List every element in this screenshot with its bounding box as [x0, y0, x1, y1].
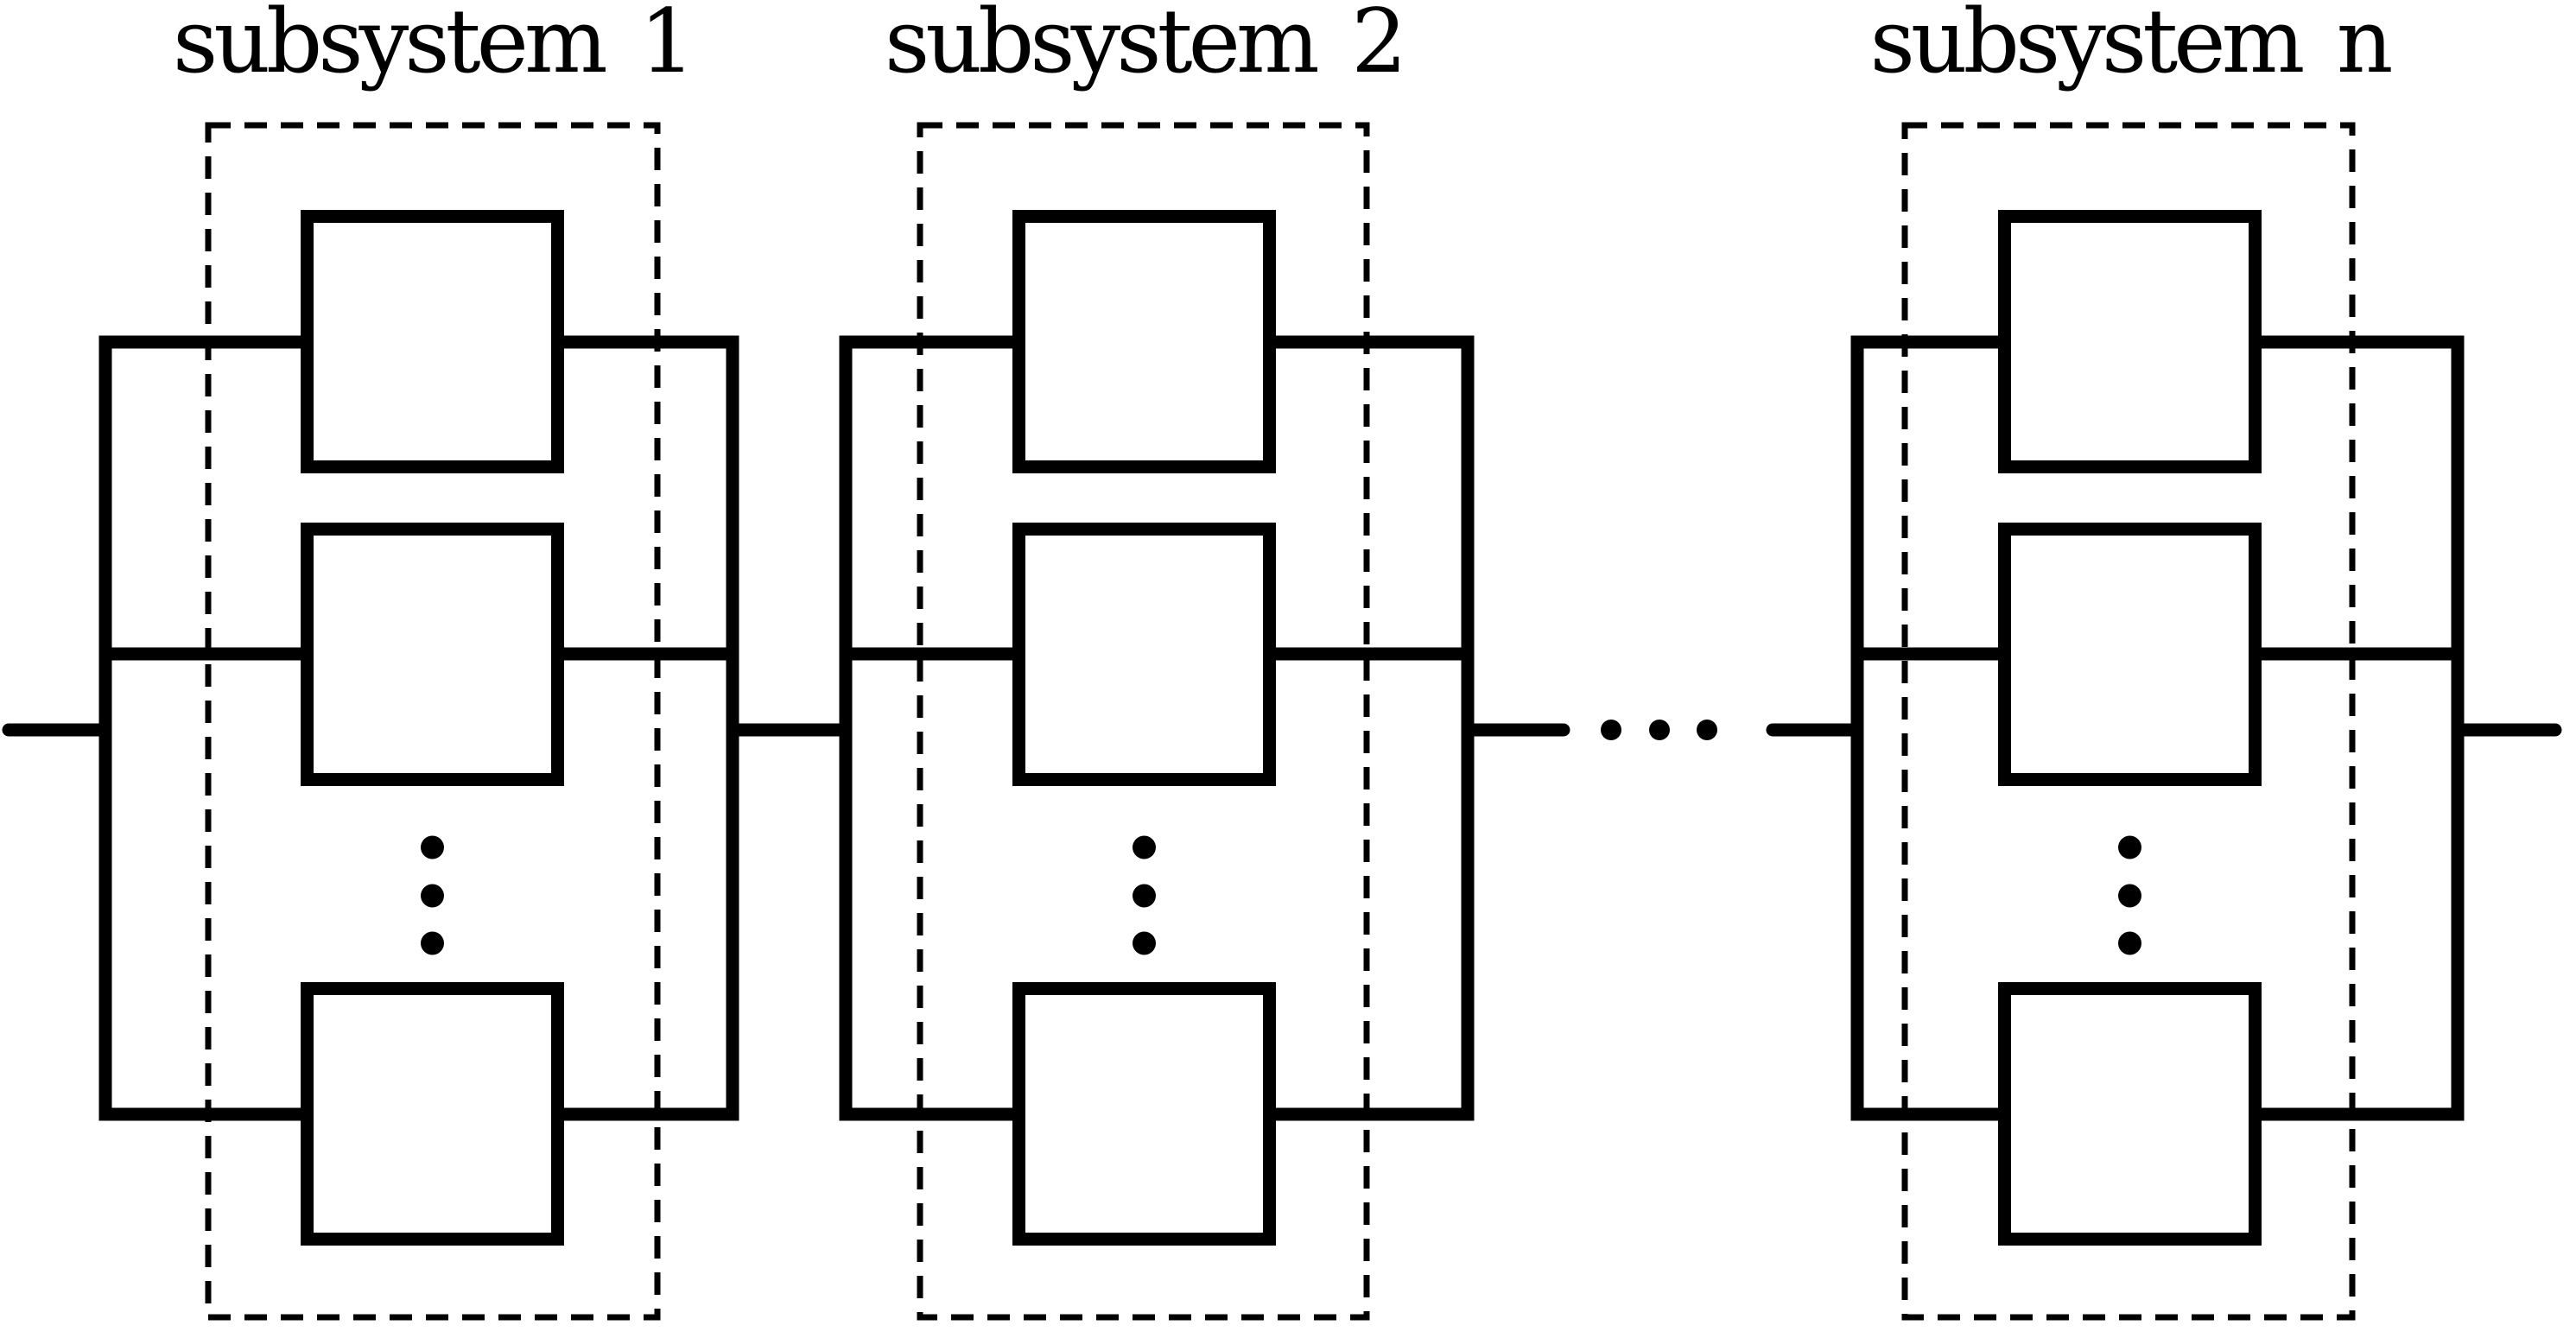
subsystem-n-component-box-2 — [1998, 523, 2262, 786]
subsystem-1-dashed-border — [205, 122, 661, 1321]
subsystem-n-component-box-3 — [1998, 982, 2262, 1246]
subsystem-1-more-components-ellipsis-dot — [421, 835, 444, 859]
subsystem-2-dashed-border — [917, 122, 1370, 1321]
subsystem-2-label: subsystem 2 — [885, 0, 1403, 93]
more-subsystems-ellipsis-dot — [1697, 720, 1717, 740]
more-subsystems-ellipsis-dot — [1649, 720, 1670, 740]
subsystem-2-more-components-ellipsis-dot — [1133, 835, 1156, 859]
subsystem-2-component-box-2 — [1012, 523, 1276, 786]
subsystem-1-component-box-3 — [301, 982, 564, 1246]
subsystem-2-more-components-ellipsis-dot — [1133, 931, 1156, 955]
subsystem-2-more-components-ellipsis-dot — [1133, 884, 1156, 908]
subsystem-1-component-box-2 — [301, 523, 564, 786]
subsystem-1-more-components-ellipsis-dot — [421, 931, 444, 955]
diagram-root — [2, 122, 2562, 1321]
subsystem-1-more-components-ellipsis-dot — [421, 884, 444, 908]
subsystem-2-component-box-1 — [1012, 210, 1276, 473]
subsystem-1-component-box-1 — [301, 210, 564, 473]
more-subsystems-ellipsis-dot — [1601, 720, 1621, 740]
subsystem-n-dashed-border — [1901, 122, 2356, 1321]
subsystem-n-label: subsystem n — [1870, 0, 2391, 93]
subsystem-2-component-box-3 — [1012, 982, 1276, 1246]
subsystem-n-more-components-ellipsis-dot — [2118, 931, 2141, 955]
subsystem-n-more-components-ellipsis-dot — [2118, 835, 2141, 859]
subsystem-n-component-box-1 — [1998, 210, 2262, 473]
subsystem-1-label: subsystem 1 — [173, 0, 691, 93]
subsystem-n-more-components-ellipsis-dot — [2118, 884, 2141, 908]
